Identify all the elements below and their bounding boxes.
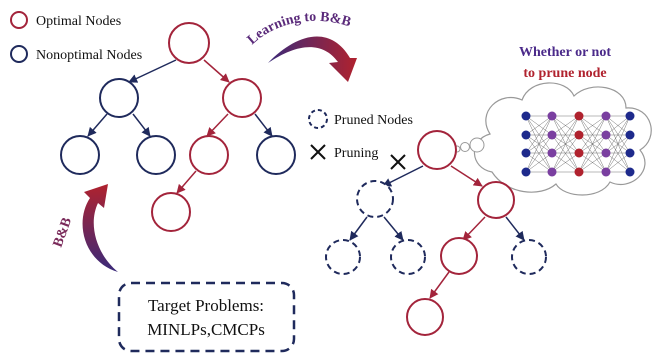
cross-icon [390,154,406,170]
nonoptimal-node [60,135,100,175]
pruned-node [356,180,394,218]
thought-title-line2: to prune node [523,66,606,81]
optimal-node [168,22,210,64]
thought-bubble [460,142,470,152]
tree-edge [254,113,273,137]
tree-edge [450,165,483,187]
curved-arrow-icon [82,184,118,272]
nn-layer-hidden2 [574,111,584,177]
nn-layer-hidden1 [547,111,557,177]
left-tree [60,22,296,232]
legend-pruned-swatch [308,109,328,129]
nonoptimal-node [256,135,296,175]
nn-layer-hidden3 [601,111,611,177]
pruned-node [390,239,426,275]
legend-optimal-swatch [10,11,28,29]
tree-edge [87,113,108,137]
learning-arrow: Learning to B&B [245,10,357,82]
tree-edge [382,165,424,187]
nn-layer-input [521,111,531,177]
target-box-line2: MINLPs,CMCPs [147,320,265,339]
tree-edge [383,216,404,241]
optimal-node [222,78,262,118]
tree-edge [505,216,525,241]
target-box-line1: Target Problems: [148,296,264,315]
legend-nonoptimal-swatch [10,45,28,63]
legend-nonoptimal-label: Nonoptimal Nodes [36,48,142,63]
optimal-node [440,237,478,275]
tree-edge [176,170,197,194]
target-problems-box: Target Problems: MINLPs,CMCPs [117,281,296,353]
optimal-node [189,135,229,175]
prune-legend: Pruned Nodes Pruning [308,109,413,161]
thought-title-line1: Whether or not [519,45,611,60]
right-tree [325,130,547,336]
curved-arrow-icon [268,36,357,82]
optimal-node [417,130,457,170]
legend-optimal-label: Optimal Nodes [36,14,121,29]
legend: Optimal Nodes Nonoptimal Nodes [10,11,142,63]
optimal-node [477,181,515,219]
tree-edge [349,216,368,241]
target-box-frame [117,281,296,353]
bb-label: B&B [51,216,75,250]
pruned-node [325,239,361,275]
optimal-node [151,192,191,232]
nonoptimal-node [99,78,139,118]
optimal-node [406,298,444,336]
legend-pruning-label: Pruning [334,146,378,161]
tree-edge [132,113,151,137]
nonoptimal-node [136,135,176,175]
tree-edge [462,216,486,241]
thought-cloud: Whether or not to prune node [453,45,652,196]
pruned-node [511,239,547,275]
tree-edge [206,113,229,137]
thought-bubble [469,137,485,153]
legend-pruned-label: Pruned Nodes [334,113,413,128]
tree-edge [128,59,177,83]
tree-edge [203,59,230,83]
bb-arrow: B&B [51,184,118,272]
neural-network-icon [521,111,635,177]
tree-edge [429,271,450,299]
cross-icon [310,144,326,160]
nn-layer-output [625,111,635,177]
